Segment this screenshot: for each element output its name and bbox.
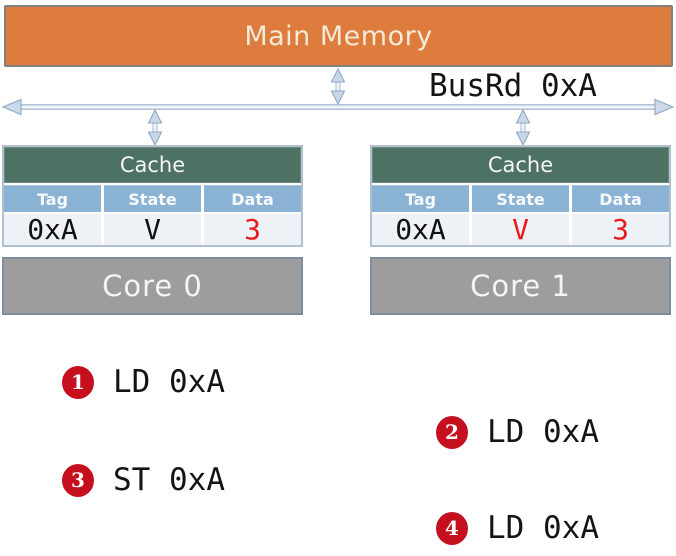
operation-1-badge: 1 [62, 365, 94, 399]
main-memory-label: Main Memory [244, 20, 433, 52]
main-memory-box: Main Memory [4, 5, 673, 67]
cache1-data-value: 3 [572, 213, 669, 246]
operation-1: 1 LD 0xA [62, 364, 225, 400]
cache1-title: Cache [372, 147, 669, 183]
operation-3-label: ST 0xA [113, 462, 225, 498]
operation-4-badge: 4 [436, 511, 468, 545]
memory-bus-arrow-icon [330, 67, 346, 106]
operation-4: 4 LD 0xA [436, 510, 599, 546]
bus-arrows-graphic [1, 67, 675, 147]
cache0-state-value: V [104, 213, 201, 246]
core1-label: Core 1 [470, 269, 571, 303]
core0-box: Core 0 [2, 257, 303, 315]
cache1-bus-arrow-icon [515, 108, 531, 147]
operation-4-label: LD 0xA [487, 510, 599, 546]
cache-box-core1: Cache Tag State Data 0xA V 3 [370, 145, 671, 247]
cache0-header-row: Tag State Data [4, 185, 301, 212]
cache1-col-tag: Tag [372, 185, 469, 212]
cache0-bus-arrow-icon [147, 108, 163, 147]
cache0-data-value: 3 [204, 213, 301, 246]
cache1-state-value: V [472, 213, 569, 246]
cache1-col-state: State [472, 185, 569, 212]
operation-2-label: LD 0xA [487, 414, 599, 450]
operation-1-label: LD 0xA [113, 364, 225, 400]
cache1-col-data: Data [572, 185, 669, 212]
cache0-col-data: Data [204, 185, 301, 212]
operation-2-badge: 2 [436, 415, 468, 449]
cache1-tag-value: 0xA [372, 213, 469, 246]
core0-label: Core 0 [102, 269, 203, 303]
operation-3-badge: 3 [62, 463, 94, 497]
cache1-value-row: 0xA V 3 [372, 213, 669, 246]
operation-3: 3 ST 0xA [62, 462, 225, 498]
cache0-tag-value: 0xA [4, 213, 101, 246]
cache-box-core0: Cache Tag State Data 0xA V 3 [2, 145, 303, 247]
cache1-header-row: Tag State Data [372, 185, 669, 212]
operation-2: 2 LD 0xA [436, 414, 599, 450]
cache0-col-state: State [104, 185, 201, 212]
cache0-title: Cache [4, 147, 301, 183]
core1-box: Core 1 [370, 257, 671, 315]
cache0-value-row: 0xA V 3 [4, 213, 301, 246]
bus-transaction-label: BusRd 0xA [429, 68, 597, 104]
cache0-col-tag: Tag [4, 185, 101, 212]
